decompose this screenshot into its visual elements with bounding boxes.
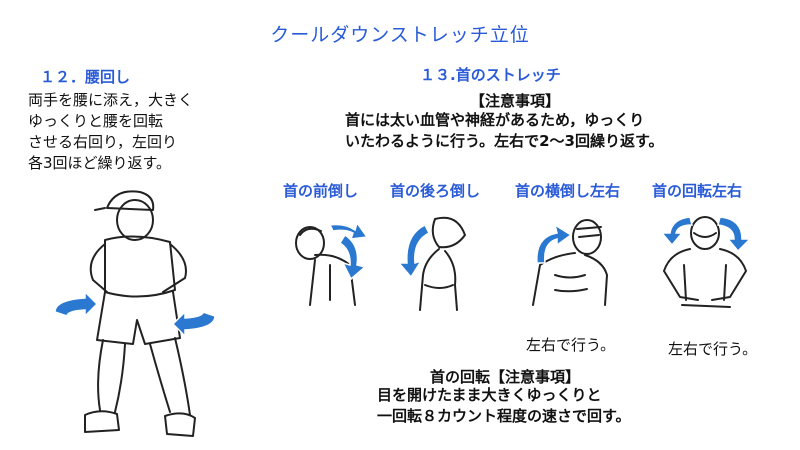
section-13-heading: １３.首のストレッチ [420, 66, 561, 84]
page-title: クールダウンストレッチ立位 [270, 24, 530, 46]
rotation-caution-heading: 首の回転【注意事項】 [430, 368, 581, 386]
neck-backward-illustration [397, 216, 466, 311]
caption-neck-rotation: 首の回転左右 [652, 182, 743, 200]
rotation-arrow-icon [171, 310, 216, 338]
section-12-line: ゆっくりと腰を回転 [28, 112, 164, 130]
note-rotation: 左右で行う。 [668, 340, 758, 358]
bend-arrow-icon [536, 223, 573, 264]
caption-neck-side: 首の横倒し左右 [515, 182, 621, 200]
caution-line: 首には太い血管や神経があるため，ゆっくり [345, 111, 645, 129]
caution-heading: 【注意事項】 [470, 92, 561, 110]
rotation-caution-line: 一回転８カウント程度の速さで回す。 [377, 407, 631, 425]
cap-shape [106, 190, 155, 211]
section-12-line: 各3回ほど繰り返す。 [28, 154, 172, 172]
section-12-description: 両手を腰に添え，大きく ゆっくりと腰を回転 させる右回り，左回り 各3回ほど繰り… [28, 90, 193, 174]
hip-rotation-illustration [54, 190, 216, 437]
caution-text: 首には太い血管や神経があるため，ゆっくり いたわるように行う。左右で2～3回繰り… [345, 110, 663, 152]
caution-line: いたわるように行う。左右で2～3回繰り返す。 [345, 132, 664, 150]
note-side: 左右で行う。 [526, 336, 616, 354]
rotation-caution-text: 目を開けたまま大きくゆっくりと 一回転８カウント程度の速さで回す。 [377, 385, 631, 427]
rotate-arrow-icon [660, 216, 693, 247]
section-12-line: させる右回り，左回り [28, 133, 177, 151]
bend-arrow-icon [328, 221, 369, 240]
neck-forward-illustration [295, 221, 369, 306]
section-12-heading: １２．腰回し [40, 68, 131, 86]
neck-side-illustration [532, 219, 608, 306]
bend-arrow-icon [397, 223, 431, 279]
bend-arrow-icon [338, 233, 367, 281]
caption-neck-backward: 首の後ろ倒し [390, 182, 481, 200]
rotate-arrow-icon [717, 216, 752, 253]
caption-neck-forward: 首の前倒し [283, 182, 359, 200]
neck-rotation-illustration [660, 216, 752, 308]
rotation-arrow-icon [54, 290, 99, 318]
rotation-caution-line: 目を開けたまま大きくゆっくりと [377, 386, 602, 404]
section-12-line: 両手を腰に添え，大きく [28, 91, 194, 109]
